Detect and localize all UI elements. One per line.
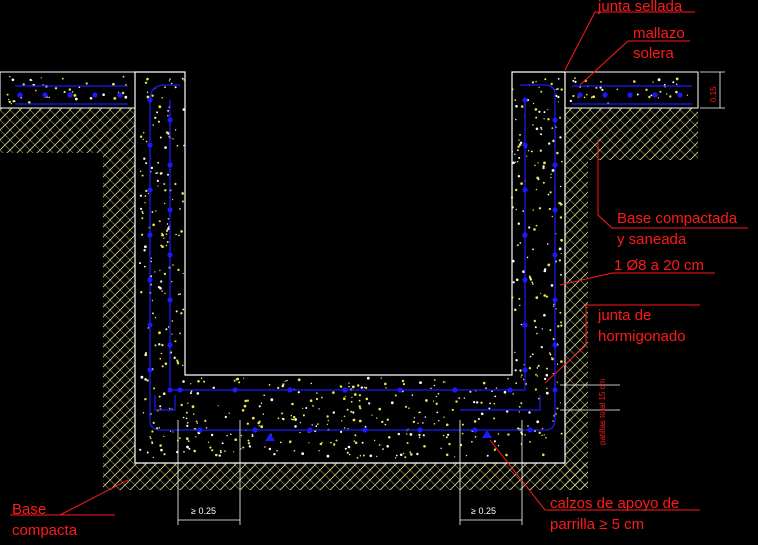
label-junta-sellada: junta sellada	[597, 0, 683, 15]
rebar-dots	[17, 92, 683, 433]
label-junta-de: junta de	[597, 307, 651, 324]
leader-lines	[10, 11, 748, 516]
label-rebar-spacing: 1 Ø8 a 20 cm	[614, 257, 704, 274]
label-dim-left: ≥ 0.25	[191, 506, 216, 516]
label-parrilla: parrilla ≥ 5 cm	[550, 516, 644, 533]
label-base-compactada: Base compactada	[617, 210, 738, 227]
concrete-aggregate	[6, 75, 689, 459]
channel-section	[134, 71, 566, 464]
label-patillas: patillas total 15 cm	[598, 378, 607, 445]
calzo-markers	[265, 430, 492, 441]
label-mallazo: mallazo	[633, 25, 685, 42]
label-dim-015: 0.15	[709, 86, 718, 102]
soil-hatch	[0, 108, 698, 490]
label-solera: solera	[633, 45, 675, 62]
label-compacta: compacta	[12, 522, 78, 539]
label-y-saneada: y saneada	[617, 231, 687, 248]
label-base: Base	[12, 501, 46, 518]
label-calzos: calzos de apoyo de	[550, 495, 679, 512]
dimension-lines	[177, 71, 725, 525]
solera-slabs	[0, 71, 699, 109]
label-hormigonado: hormigonado	[598, 328, 686, 345]
label-dim-right: ≥ 0.25	[471, 506, 496, 516]
